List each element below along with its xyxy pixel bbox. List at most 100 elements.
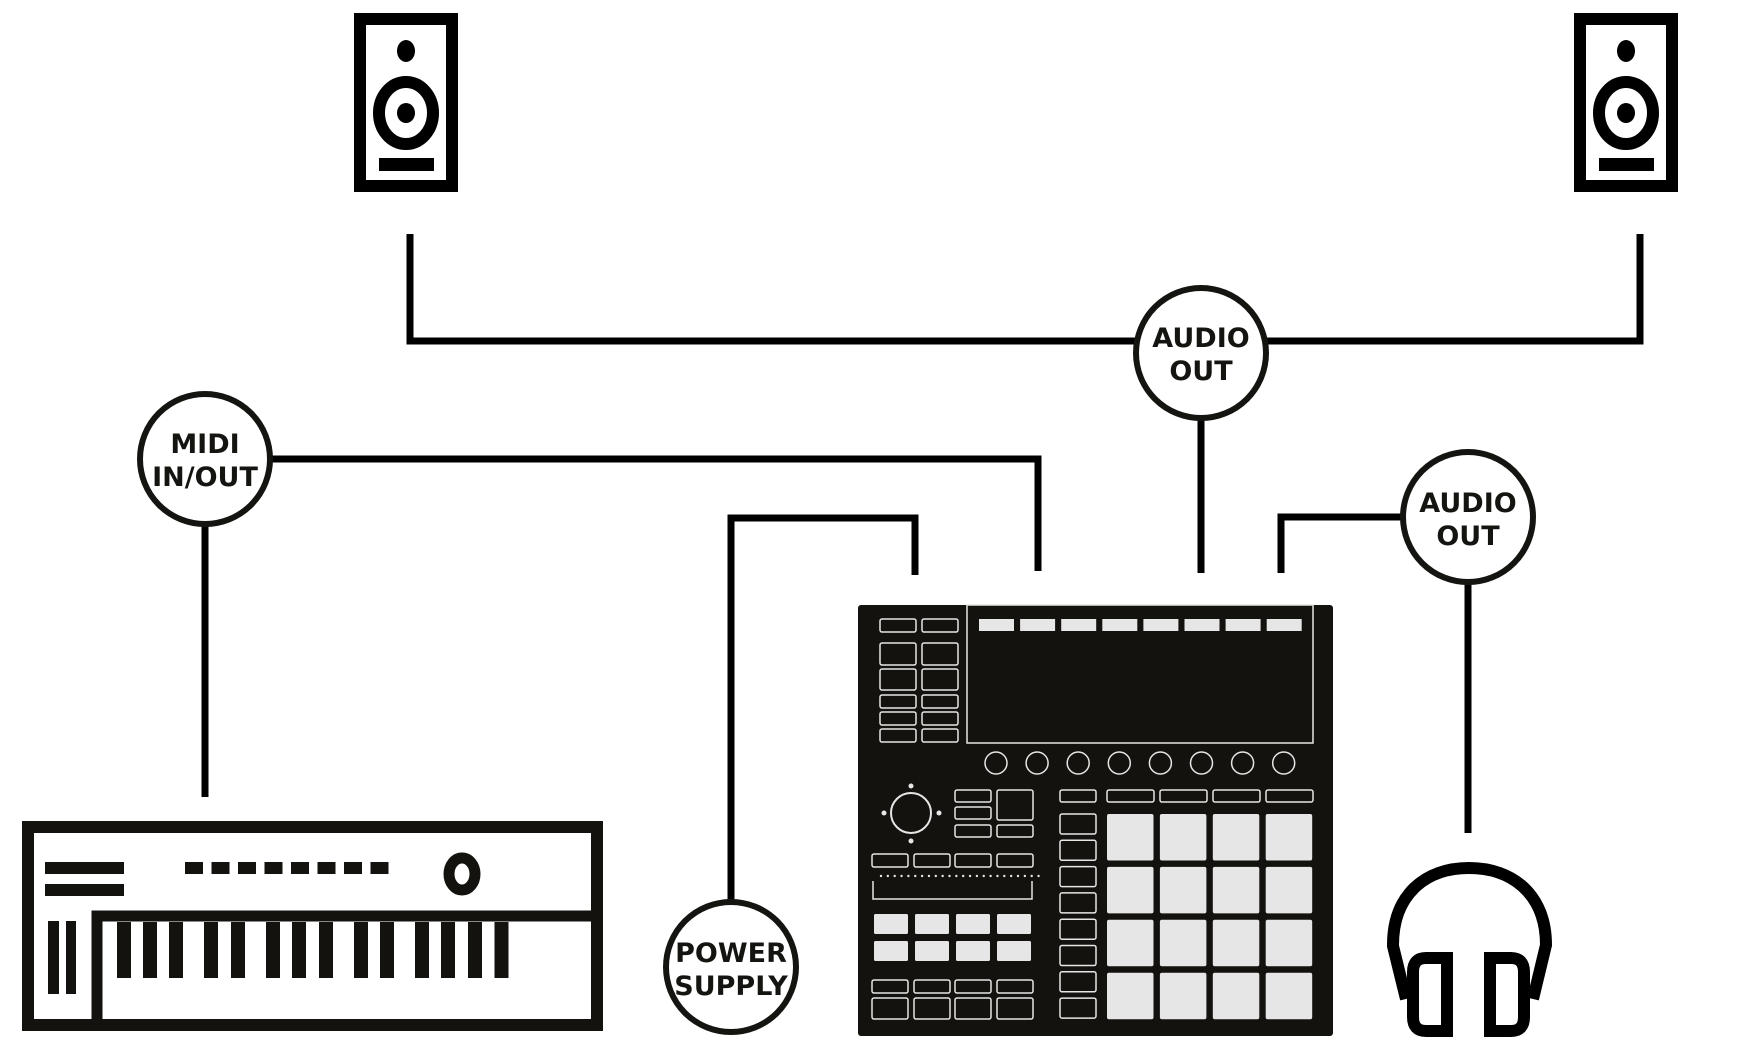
controller-group-button[interactable]: [1059, 971, 1097, 993]
controller-pad[interactable]: [1212, 919, 1260, 967]
controller-group-button[interactable]: [996, 979, 1034, 994]
controller-knob[interactable]: [1230, 751, 1255, 775]
controller-button[interactable]: [996, 789, 1034, 821]
controller-button[interactable]: [879, 728, 917, 743]
controller-group-button[interactable]: [996, 997, 1034, 1020]
controller-display-button[interactable]: [1225, 619, 1261, 631]
encoder-dot-top: [908, 783, 914, 789]
controller-pad[interactable]: [1159, 814, 1207, 861]
controller-button[interactable]: [913, 853, 951, 868]
controller-knob[interactable]: [1271, 751, 1296, 775]
controller-pad[interactable]: [1159, 866, 1207, 914]
controller-button[interactable]: [879, 642, 917, 666]
controller-transport-button[interactable]: [874, 914, 908, 934]
controller-pad[interactable]: [1159, 919, 1207, 967]
node-label-line1: AUDIO: [1152, 323, 1249, 354]
controller-pad[interactable]: [1107, 972, 1154, 1020]
controller-transport-button[interactable]: [997, 914, 1031, 934]
keyboard-black-key[interactable]: [494, 922, 509, 978]
controller-transport-button[interactable]: [915, 914, 949, 934]
controller-group-button[interactable]: [954, 997, 992, 1020]
controller-group-button[interactable]: [1059, 918, 1097, 940]
controller-pad[interactable]: [1265, 919, 1313, 967]
controller-transport-button[interactable]: [874, 941, 908, 961]
controller-pad[interactable]: [1212, 866, 1260, 914]
smart-strip-touch[interactable]: [872, 881, 1033, 900]
controller-button[interactable]: [921, 728, 959, 743]
controller-pad[interactable]: [1265, 866, 1313, 914]
keyboard-black-key[interactable]: [441, 922, 455, 978]
controller-group-button[interactable]: [954, 979, 992, 994]
controller-button[interactable]: [921, 642, 959, 666]
keyboard-black-key[interactable]: [117, 922, 131, 978]
controller-button[interactable]: [954, 789, 992, 803]
controller-pad[interactable]: [1107, 814, 1154, 861]
controller-pad-mode-button[interactable]: [1212, 789, 1261, 803]
controller-group-button[interactable]: [1059, 997, 1097, 1019]
controller-pad-mode-button[interactable]: [1159, 789, 1208, 803]
controller-button[interactable]: [996, 824, 1034, 838]
controller-button[interactable]: [954, 806, 992, 820]
controller-button[interactable]: [996, 853, 1034, 868]
controller-display-button[interactable]: [1184, 619, 1220, 631]
controller-knob[interactable]: [1189, 751, 1214, 775]
controller-button[interactable]: [921, 694, 959, 709]
controller-pad[interactable]: [1212, 814, 1260, 861]
controller-pad-mode-button[interactable]: [1265, 789, 1314, 803]
controller-display-button[interactable]: [1143, 619, 1179, 631]
controller-knob[interactable]: [1148, 751, 1173, 775]
keyboard-black-key[interactable]: [169, 922, 183, 978]
controller-button[interactable]: [879, 668, 917, 691]
controller-display-button[interactable]: [979, 619, 1014, 631]
controller-pad[interactable]: [1265, 814, 1313, 861]
controller-knob[interactable]: [1066, 751, 1090, 775]
controller-button[interactable]: [921, 711, 959, 726]
controller-display-button[interactable]: [1102, 619, 1138, 631]
controller-group-button[interactable]: [1059, 892, 1097, 914]
keyboard-black-key[interactable]: [292, 922, 306, 978]
controller-button[interactable]: [921, 618, 959, 633]
controller-button[interactable]: [921, 668, 959, 691]
keyboard-black-key[interactable]: [231, 922, 245, 978]
keyboard-black-key[interactable]: [204, 922, 218, 978]
controller-button[interactable]: [954, 824, 992, 838]
controller-pad[interactable]: [1107, 919, 1154, 967]
controller-encoder[interactable]: [890, 792, 932, 834]
controller-transport-button[interactable]: [997, 941, 1031, 961]
keyboard-black-key[interactable]: [415, 922, 429, 978]
controller-pad[interactable]: [1159, 972, 1207, 1020]
controller-pad[interactable]: [1107, 866, 1154, 914]
keyboard-black-key[interactable]: [143, 922, 157, 978]
controller-knob[interactable]: [1107, 751, 1132, 775]
controller-group-button[interactable]: [1059, 839, 1097, 862]
controller-group-button[interactable]: [1059, 865, 1097, 888]
controller-group-button[interactable]: [871, 979, 909, 994]
keyboard-black-key[interactable]: [380, 922, 394, 978]
controller-display-button[interactable]: [1020, 619, 1056, 631]
controller-button[interactable]: [954, 853, 992, 868]
controller-pad-mode-button[interactable]: [1059, 789, 1097, 803]
keyboard-black-key[interactable]: [319, 922, 333, 978]
controller-button[interactable]: [879, 618, 917, 633]
controller-pad-mode-button[interactable]: [1106, 789, 1155, 803]
controller-group-button[interactable]: [913, 979, 951, 994]
controller-group-button[interactable]: [1059, 944, 1097, 967]
controller-display-button[interactable]: [1266, 619, 1302, 631]
controller-pad[interactable]: [1265, 972, 1313, 1020]
keyboard-black-key[interactable]: [354, 922, 368, 978]
controller-button[interactable]: [879, 694, 917, 709]
keyboard-black-key[interactable]: [266, 922, 280, 978]
controller-transport-button[interactable]: [915, 941, 949, 961]
controller-group-button[interactable]: [871, 997, 909, 1020]
controller-knob[interactable]: [1025, 751, 1049, 775]
controller-group-button[interactable]: [913, 997, 951, 1020]
controller-button[interactable]: [879, 711, 917, 726]
controller-transport-button[interactable]: [956, 914, 990, 934]
controller-knob[interactable]: [984, 751, 1008, 775]
keyboard-black-key[interactable]: [468, 922, 482, 978]
controller-group-button[interactable]: [1059, 813, 1097, 835]
controller-button[interactable]: [871, 853, 909, 868]
controller-pad[interactable]: [1212, 972, 1260, 1020]
controller-display-button[interactable]: [1061, 619, 1097, 631]
controller-transport-button[interactable]: [956, 941, 990, 961]
